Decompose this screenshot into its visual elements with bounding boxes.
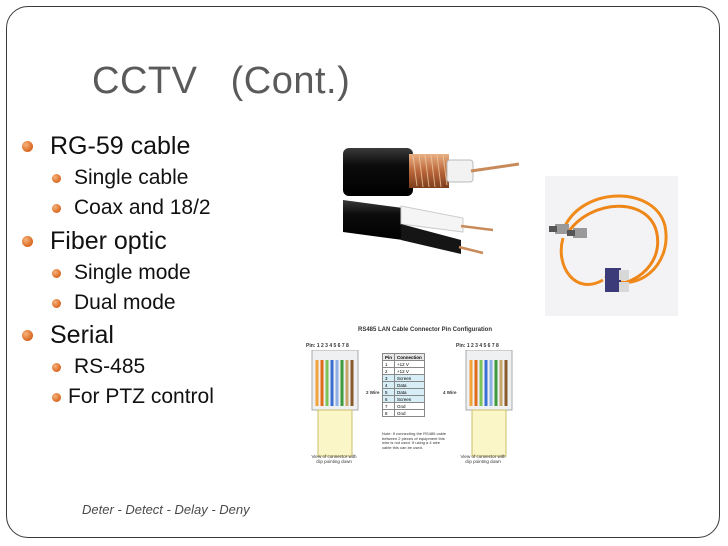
table-cell: 8 [381,409,396,417]
table-cell: +12 V [394,367,425,375]
table-header-cell: Pin [381,353,396,361]
sub-bullet-text: For PTZ control [68,385,214,408]
slide-footer: Deter - Detect - Delay - Deny [82,502,250,517]
pin-label-right: Pin: 1 2 3 4 5 6 7 8 [456,343,499,349]
table-cell: Gnd [394,409,425,417]
sub-bullet-text: Dual mode [74,291,176,314]
caption-right: View of connector with clip pointing dow… [460,454,506,464]
table-cell: +12 V [394,360,425,368]
table-row: 2+12 V [381,367,425,375]
table-cell: 2 [381,367,396,375]
coax-cable-image [343,148,520,255]
table-cell: Screen [394,395,425,403]
table-cell: Gnd [394,402,425,410]
table-cell: 3 [381,374,396,382]
table-cell: 7 [381,402,396,410]
caption-left: View of connector with clip pointing dow… [311,454,357,464]
wires-label-left: 2 Wire [366,390,380,395]
rj45-connector-left [311,350,359,457]
sub-bullet-text: Coax and 18/2 [74,196,211,219]
table-cell: Data [394,388,425,396]
slide-title: CCTV (Cont.) [92,60,351,102]
bullet-icon [22,236,33,247]
bullet-icon [22,330,33,341]
table-cell: 4 [381,381,396,389]
table-cell: 1 [381,360,396,368]
sub-bullet-text: Single cable [74,166,189,189]
bullet-icon [52,393,61,402]
rj45-connector-right [465,350,513,457]
sub-bullet-text: Single mode [74,261,191,284]
bullet-text: RG-59 cable [50,132,191,160]
bullet-icon [52,363,61,372]
table-header-cell: Connection [394,353,425,361]
table-cell: 5 [381,388,396,396]
table-row: 1+12 V [381,360,425,368]
table-cell: Screen [394,374,425,382]
bullet-icon [52,299,61,308]
table-cell: Data [394,381,425,389]
diagram-title: RS485 LAN Cable Connector Pin Configurat… [358,327,493,333]
bullet-text: Serial [50,321,114,349]
bullet-icon [22,141,33,152]
table-header-row: Pin Connection [381,353,425,361]
bullet-icon [52,204,61,213]
wires-label-right: 4 Wire [443,390,457,395]
rs485-pin-diagram: RS485 LAN Cable Connector Pin Configurat… [300,320,522,472]
diagram-note: Note: If connecting the RS485 cable betw… [382,431,447,450]
bullet-icon [52,174,61,183]
slide-frame [6,6,720,538]
fiber-optic-cable-image [545,176,678,316]
bullet-icon [52,269,61,278]
table-cell: 6 [381,395,396,403]
bullet-text: Fiber optic [50,227,167,255]
pin-label-left: Pin: 1 2 3 4 5 6 7 8 [306,343,349,349]
sub-bullet-text: RS-485 [74,355,146,378]
